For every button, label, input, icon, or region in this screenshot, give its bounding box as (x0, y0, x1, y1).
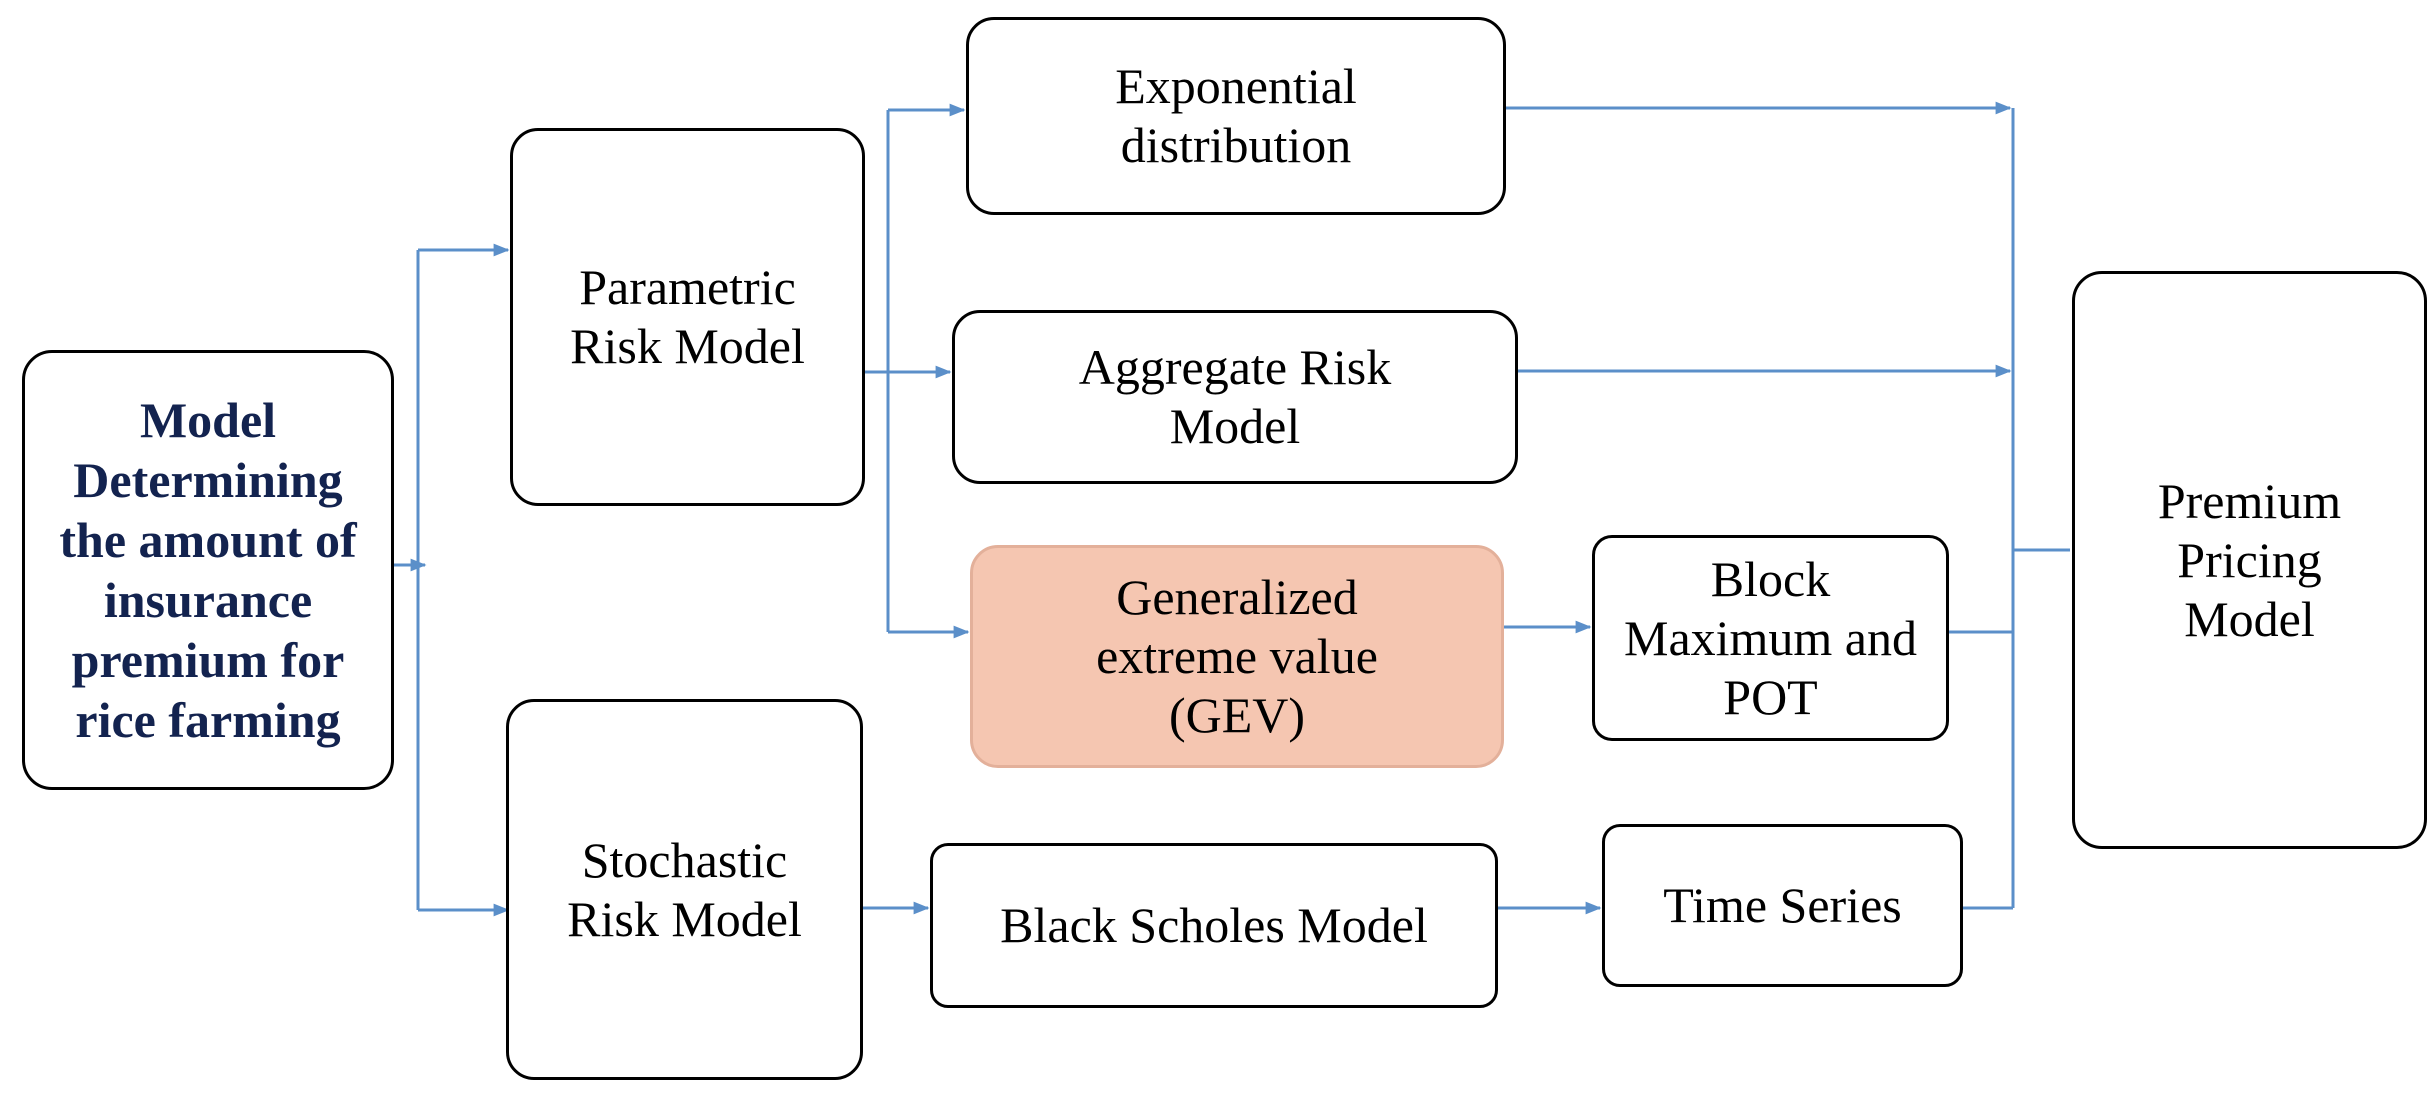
node-parametric-label: Parametric Risk Model (570, 259, 805, 374)
node-black-scholes-model: Black Scholes Model (930, 843, 1498, 1008)
node-block-maximum-label: Block Maximum and POT (1623, 550, 1918, 725)
node-stochastic-label: Stochastic Risk Model (567, 831, 802, 947)
node-stochastic-risk-model: Stochastic Risk Model (506, 699, 863, 1080)
node-black-scholes-label: Black Scholes Model (1000, 897, 1428, 953)
node-root: Model Determining the amount of insuranc… (22, 350, 394, 790)
node-aggregate-risk-model: Aggregate Risk Model (952, 310, 1518, 484)
node-exponential-label: Exponential distribution (1115, 58, 1357, 173)
node-gev-label: Generalized extreme value (GEV) (1096, 569, 1378, 743)
node-premium-label: Premium Pricing Model (2157, 472, 2342, 647)
node-time-series: Time Series (1602, 824, 1963, 987)
node-time-series-label: Time Series (1663, 877, 1902, 933)
node-premium-pricing-model: Premium Pricing Model (2072, 271, 2427, 849)
node-gev: Generalized extreme value (GEV) (970, 545, 1504, 768)
node-aggregate-label: Aggregate Risk Model (1078, 339, 1392, 454)
node-exponential-distribution: Exponential distribution (966, 17, 1506, 215)
node-block-maximum-pot: Block Maximum and POT (1592, 535, 1949, 741)
node-root-label: Model Determining the amount of insuranc… (59, 392, 357, 748)
node-parametric-risk-model: Parametric Risk Model (510, 128, 865, 506)
